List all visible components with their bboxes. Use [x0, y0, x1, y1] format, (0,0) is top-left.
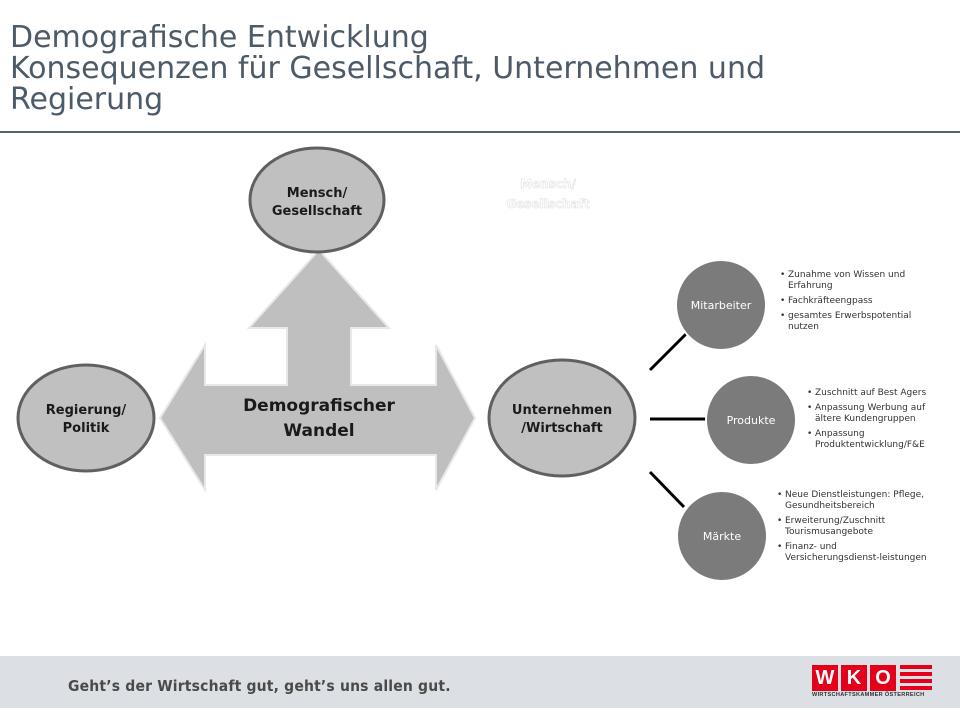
diagram: Demografischer Wandel Mensch/ Gesellscha…	[16, 146, 797, 582]
maerkte-bullets: Neue Dienstleistungen: Pflege, Gesundhei…	[777, 490, 927, 568]
ghost-label-2: Gesellschaft	[506, 197, 590, 211]
bullet-item: Anpassung Produktentwicklung/F&E	[807, 429, 952, 451]
node-maerkte-label: Märkte	[703, 530, 741, 543]
bullet-item: Zuschnitt auf Best Agers	[807, 388, 952, 399]
node-mensch-label-2: Gesellschaft	[272, 204, 362, 219]
node-regierung-politik	[16, 363, 156, 473]
demografischer-wandel-arrow	[158, 248, 477, 494]
node-produkte-label: Produkte	[727, 414, 776, 427]
connector-mitarbeiter	[648, 332, 688, 372]
logo-letter-o: O	[870, 665, 896, 691]
mitarbeiter-bullets: Zunahme von Wissen und Erfahrung Fachkrä…	[780, 270, 940, 337]
node-regierung-label-2: Politik	[63, 421, 110, 436]
node-unternehmen-label-1: Unternehmen	[512, 403, 612, 418]
title-line-1: Demografische Entwicklung	[10, 20, 429, 55]
footer-slogan: Geht’s der Wirtschaft gut, geht’s uns al…	[68, 677, 451, 695]
logo-letter-w: W	[812, 665, 838, 691]
logo-stripes	[900, 665, 932, 691]
bullet-item: gesamtes Erwerbspotential nutzen	[780, 311, 940, 333]
title-line-2: Konsequenzen für Gesellschaft, Unternehm…	[10, 51, 765, 86]
center-label-line-1: Demografischer	[243, 396, 395, 416]
node-mensch-label-1: Mensch/	[287, 186, 348, 201]
bullet-item: Finanz- und Versicherungsdienst-leistung…	[777, 542, 927, 564]
bullet-item: Zunahme von Wissen und Erfahrung	[780, 270, 940, 292]
node-produkte	[705, 374, 797, 466]
bullet-item: Neue Dienstleistungen: Pflege, Gesundhei…	[777, 490, 927, 512]
node-maerkte	[676, 490, 768, 582]
connector-maerkte	[648, 470, 686, 509]
node-mitarbeiter-label: Mitarbeiter	[691, 299, 752, 312]
center-label-line-2: Wandel	[283, 421, 354, 441]
bullet-item: Anpassung Werbung auf ältere Kundengrupp…	[807, 403, 952, 425]
logo-subtitle: WIRTSCHAFTSKAMMER ÖSTERREICH	[812, 692, 925, 698]
node-unternehmen-wirtschaft	[487, 358, 637, 478]
title-divider	[0, 131, 960, 133]
footer-bar	[0, 656, 960, 708]
node-regierung-label-1: Regierung/	[46, 403, 127, 418]
page-title: Demografische Entwicklung Konsequenzen f…	[10, 22, 910, 115]
node-unternehmen-label-2: /Wirtschaft	[521, 421, 603, 436]
logo-letter-k: K	[841, 665, 867, 691]
produkte-bullets: Zuschnitt auf Best Agers Anpassung Werbu…	[807, 388, 952, 455]
bullet-item: Erweiterung/Zuschnitt Tourismusangebote	[777, 516, 927, 538]
bullet-item: Fachkräfteengpass	[780, 296, 940, 307]
wko-logo: W K O WIRTSCHAFTSKAMMER ÖSTERREICH	[812, 665, 932, 703]
ghost-label-1: Mensch/	[520, 177, 576, 191]
title-line-3: Regierung	[10, 82, 164, 117]
node-mitarbeiter	[675, 259, 767, 351]
node-mensch-gesellschaft	[248, 146, 386, 254]
